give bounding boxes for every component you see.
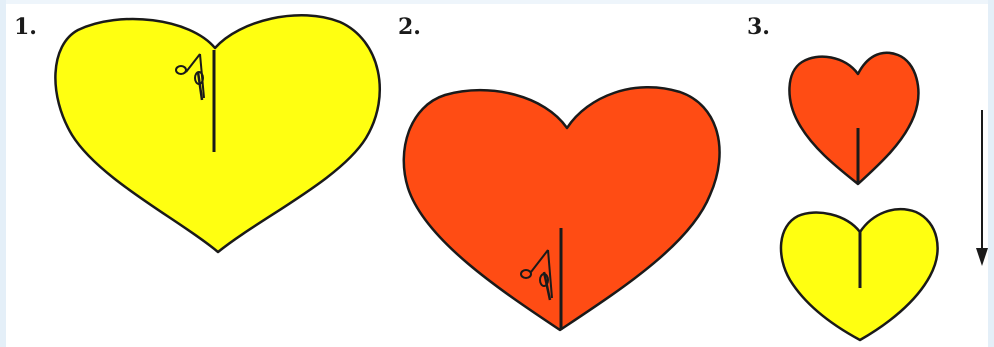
step3-red-heart [789,53,918,184]
step-1-label: 1. [14,16,37,38]
arrow-down-icon [976,110,988,266]
step-2-label: 2. [398,16,421,38]
step1-yellow-heart [55,15,379,252]
step-3-label: 3. [747,16,770,38]
